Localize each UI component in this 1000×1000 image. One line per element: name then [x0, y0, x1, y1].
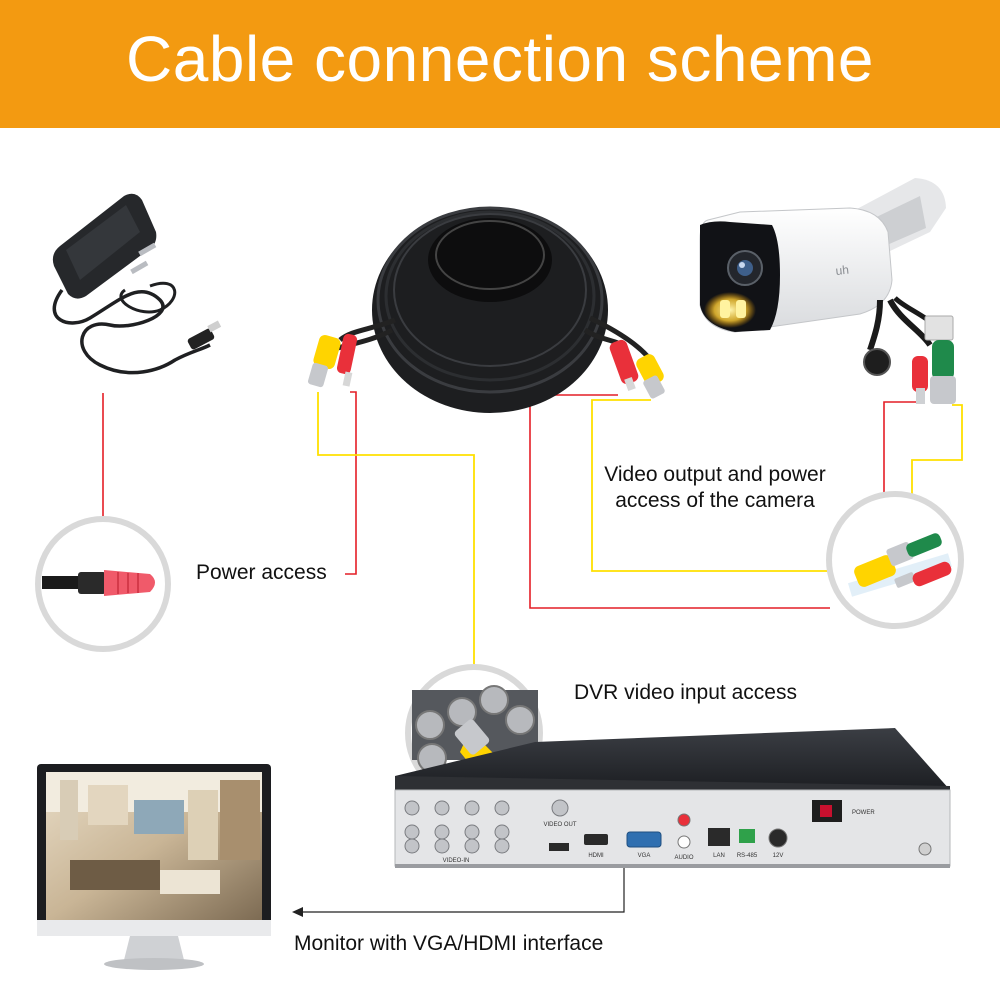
camera-output-label: Video output and power access of the cam… [604, 463, 826, 512]
video-out-port [551, 799, 569, 817]
camera-plugs-zoom-circle [826, 491, 964, 629]
dc-power-port [768, 828, 788, 848]
power-access-label: Power access [196, 561, 327, 584]
power-in-label: 12V [773, 853, 784, 859]
video-in-label: VIDEO-IN [443, 858, 470, 864]
dvr-recorder-image: VIDEO-IN VIDEO OUT HDMI VGA AUDIO LAN RS… [394, 728, 951, 868]
audio-out-port [677, 813, 691, 827]
vga-port [626, 831, 662, 848]
hdmi-port [584, 834, 608, 845]
dvr-input-label: DVR video input access [574, 681, 797, 704]
power-wire-camera-side [529, 394, 830, 609]
hdmi-label: HDMI [588, 853, 604, 859]
page-title: Cable connection scheme [126, 23, 874, 95]
dvr-video-in-ports [404, 800, 510, 854]
monitor-label: Monitor with VGA/HDMI interface [294, 932, 604, 955]
camera-video-line [911, 404, 963, 495]
rs485-label: RS-485 [737, 853, 758, 859]
video-out-label: VIDEO OUT [543, 822, 576, 828]
title-banner [0, 0, 1000, 128]
usb-port [549, 843, 569, 851]
audio-in-port [677, 835, 691, 849]
vga-label: VGA [638, 853, 651, 859]
rs485-port [739, 829, 755, 843]
bullet-camera-image: uh [699, 178, 956, 404]
monitor-image [37, 764, 271, 970]
power-switch-label: POWER [852, 810, 875, 816]
lan-port [708, 828, 730, 846]
video-wire-to-dvr [317, 392, 475, 670]
power-adapter-image [52, 193, 222, 375]
video-wire-camera-side [591, 399, 830, 572]
audio-label: AUDIO [674, 855, 693, 861]
power-plug-zoom-circle [35, 516, 171, 652]
lan-label: LAN [713, 853, 725, 859]
power-wire-cable-left [345, 391, 357, 575]
camera-power-line [883, 401, 920, 495]
bnc-cable-reel-image [307, 206, 665, 413]
camera-brand-logo: uh [835, 263, 850, 278]
